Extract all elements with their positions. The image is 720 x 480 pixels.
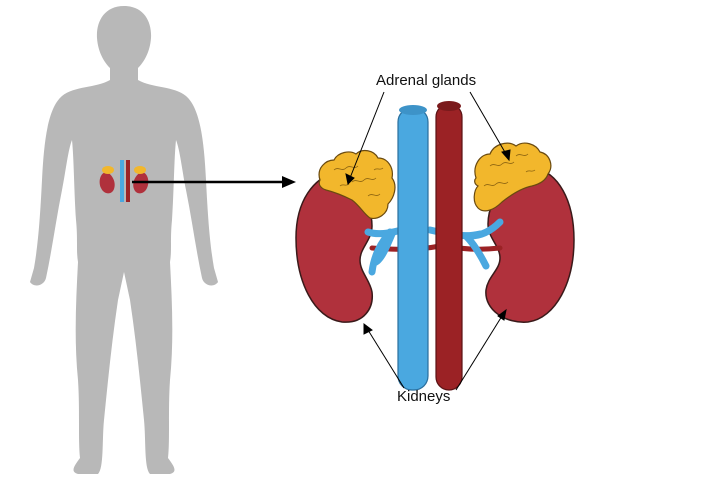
kidney-diagram (295, 91, 575, 391)
kidneys-label: Kidneys (397, 388, 451, 405)
left-adrenal-gland (318, 149, 396, 219)
mini-kidneys-icon (99, 160, 149, 202)
vena-cava (397, 107, 429, 391)
adrenal-glands-label: Adrenal glands (376, 72, 477, 89)
right-adrenal-gland (473, 142, 552, 212)
aorta (435, 103, 463, 391)
right-adrenal-texture (483, 153, 536, 187)
human-silhouette-icon (30, 6, 218, 474)
pointer-arrow (132, 176, 296, 188)
label-pointers (345, 91, 511, 391)
